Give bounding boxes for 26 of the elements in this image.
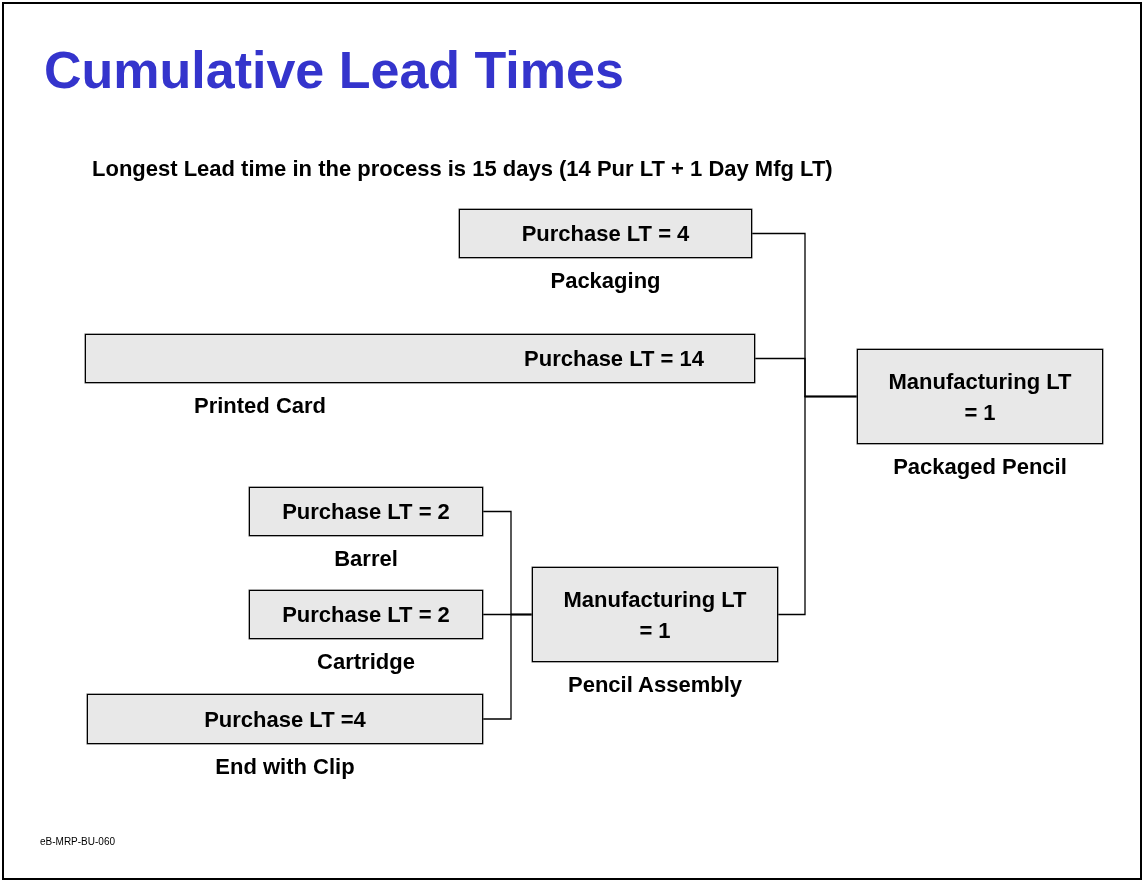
connector-line [777, 395, 858, 616]
process-box [459, 209, 752, 258]
box-label: Manufacturing LT = 1 [562, 585, 748, 645]
process-box [532, 567, 778, 662]
box-label: Manufacturing LT = 1 [887, 367, 1073, 427]
process-box [857, 349, 1103, 444]
part-name: Cartridge [316, 649, 416, 675]
process-box [87, 694, 483, 744]
process-box [249, 487, 483, 536]
box-label: Purchase LT = 14 [524, 345, 704, 373]
box-label: Purchase LT = 4 [521, 220, 690, 248]
subtitle-note: Longest Lead time in the process is 15 days (14 Pur LT + 1 Day Mfg LT) [92, 156, 833, 182]
part-name: End with Clip [214, 754, 356, 780]
connector-line [482, 613, 533, 720]
part-name: Printed Card [193, 393, 327, 419]
box-label: Purchase LT = 2 [282, 498, 450, 526]
part-name: Packaged Pencil [892, 454, 1068, 480]
box-label: Purchase LT =4 [204, 705, 366, 734]
slide-title: Cumulative Lead Times [44, 40, 624, 100]
process-box [85, 334, 755, 383]
box-label: Purchase LT = 2 [282, 601, 450, 629]
document-code: eB-MRP-BU-060 [40, 836, 116, 847]
part-name: Barrel [333, 546, 399, 572]
part-name: Packaging [549, 268, 662, 294]
part-name: Pencil Assembly [566, 672, 743, 698]
process-box [249, 590, 483, 639]
